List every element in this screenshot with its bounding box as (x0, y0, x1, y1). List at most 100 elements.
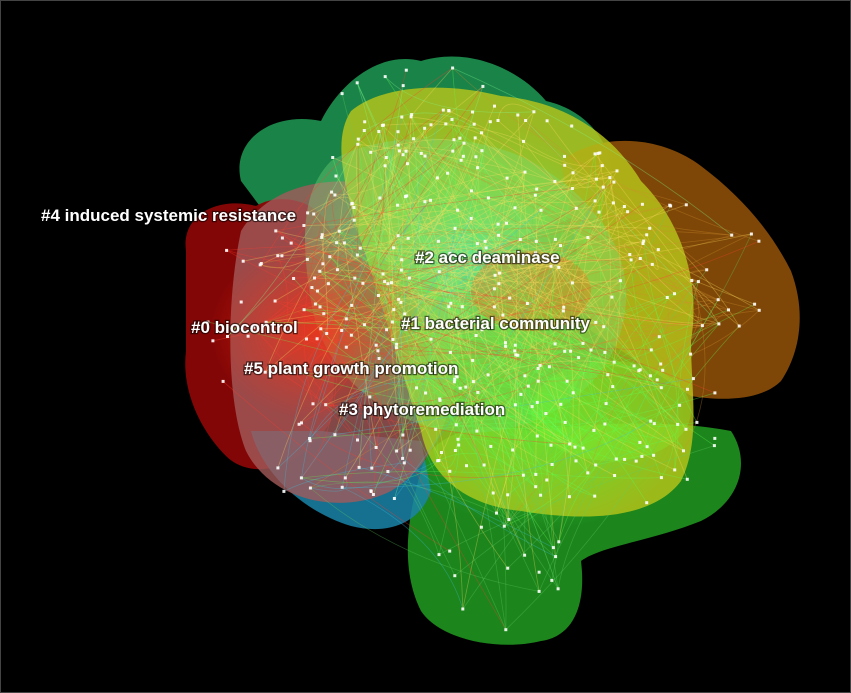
network-node (403, 312, 407, 316)
network-link (321, 237, 662, 389)
network-link (357, 329, 387, 441)
network-node (350, 201, 354, 205)
network-node (264, 320, 268, 324)
network-node (536, 379, 540, 383)
network-link (392, 321, 556, 345)
network-link (341, 93, 559, 590)
network-node (292, 277, 296, 280)
network-link (609, 177, 675, 295)
network-link (594, 153, 720, 325)
network-link (438, 190, 474, 555)
network-link (353, 207, 550, 367)
network-link (300, 372, 358, 441)
network-node (395, 342, 399, 346)
cluster-label-plant-growth-promotion[interactable]: #5 plant growth promotion (243, 358, 460, 380)
cluster-label-biocontrol[interactable]: #0 biocontrol (190, 317, 299, 339)
cluster-label-bacterial-community[interactable]: #1 bacterial community (400, 313, 592, 335)
network-link (264, 255, 289, 373)
network-link (319, 306, 389, 472)
network-node (712, 444, 716, 448)
network-node (447, 305, 451, 309)
network-node (497, 413, 501, 417)
network-node (310, 286, 314, 289)
network-link (409, 116, 456, 380)
network-link (455, 343, 584, 426)
network-node (369, 490, 373, 493)
network-link (370, 139, 483, 153)
network-link (264, 366, 326, 406)
network-link (337, 269, 719, 308)
network-link (265, 325, 703, 373)
network-node (374, 343, 378, 347)
cluster-label-acc-deaminase[interactable]: #2 acc deaminase (414, 247, 561, 269)
network-node (487, 412, 490, 416)
network-node (333, 433, 337, 437)
network-link (494, 274, 719, 325)
network-link (572, 206, 625, 284)
network-link (375, 283, 392, 448)
network-node (757, 239, 761, 243)
network-link (301, 200, 431, 478)
network-node (252, 325, 256, 329)
network-node (280, 254, 284, 258)
network-link (275, 188, 573, 232)
network-link (551, 310, 569, 581)
network-link (357, 254, 641, 371)
network-link (325, 259, 403, 405)
network-node (357, 465, 361, 469)
network-link (371, 111, 535, 469)
network-node (410, 113, 414, 117)
cluster-label-induced-systemic-resistance[interactable]: #4 induced systemic resistance (40, 205, 298, 227)
network-link (650, 420, 674, 478)
network-link (506, 222, 617, 460)
network-node (480, 131, 483, 135)
network-link (438, 452, 536, 487)
network-node (659, 476, 663, 480)
network-node (355, 253, 359, 257)
network-node (522, 139, 525, 143)
cluster-label-phytoremediation[interactable]: #3 phytoremediation (338, 399, 507, 421)
network-node (690, 279, 694, 282)
network-node (496, 119, 500, 122)
network-link (398, 201, 426, 463)
network-link (265, 348, 652, 373)
network-link (319, 271, 536, 488)
network-node (435, 176, 439, 180)
network-node (486, 373, 490, 377)
network-node (596, 151, 600, 155)
network-node (241, 259, 245, 263)
network-link (309, 387, 662, 439)
network-node (545, 478, 549, 482)
network-link (570, 299, 719, 352)
network-link (455, 306, 472, 451)
network-link (274, 300, 500, 416)
network-link (519, 239, 570, 497)
network-node (586, 236, 590, 239)
network-node (408, 365, 412, 369)
network-node (383, 280, 387, 284)
network-link (470, 218, 516, 352)
network-node (331, 156, 335, 159)
network-node (412, 137, 416, 141)
network-link (339, 230, 641, 443)
network-node (407, 276, 411, 280)
network-link (300, 264, 653, 374)
network-link (298, 317, 417, 425)
network-node (320, 233, 324, 237)
network-link (460, 350, 565, 389)
network-node (551, 546, 555, 550)
network-link (613, 281, 699, 363)
network-link (455, 344, 516, 451)
network-node (437, 270, 441, 274)
network-link (332, 157, 485, 466)
network-node (497, 233, 501, 237)
network-node (737, 324, 741, 328)
network-link (417, 307, 564, 413)
network-node (437, 553, 441, 557)
network-link (629, 254, 684, 452)
network-node (661, 368, 665, 372)
network-node (447, 109, 451, 112)
network-node (705, 268, 709, 272)
network-link (683, 280, 706, 451)
network-node (474, 155, 478, 159)
